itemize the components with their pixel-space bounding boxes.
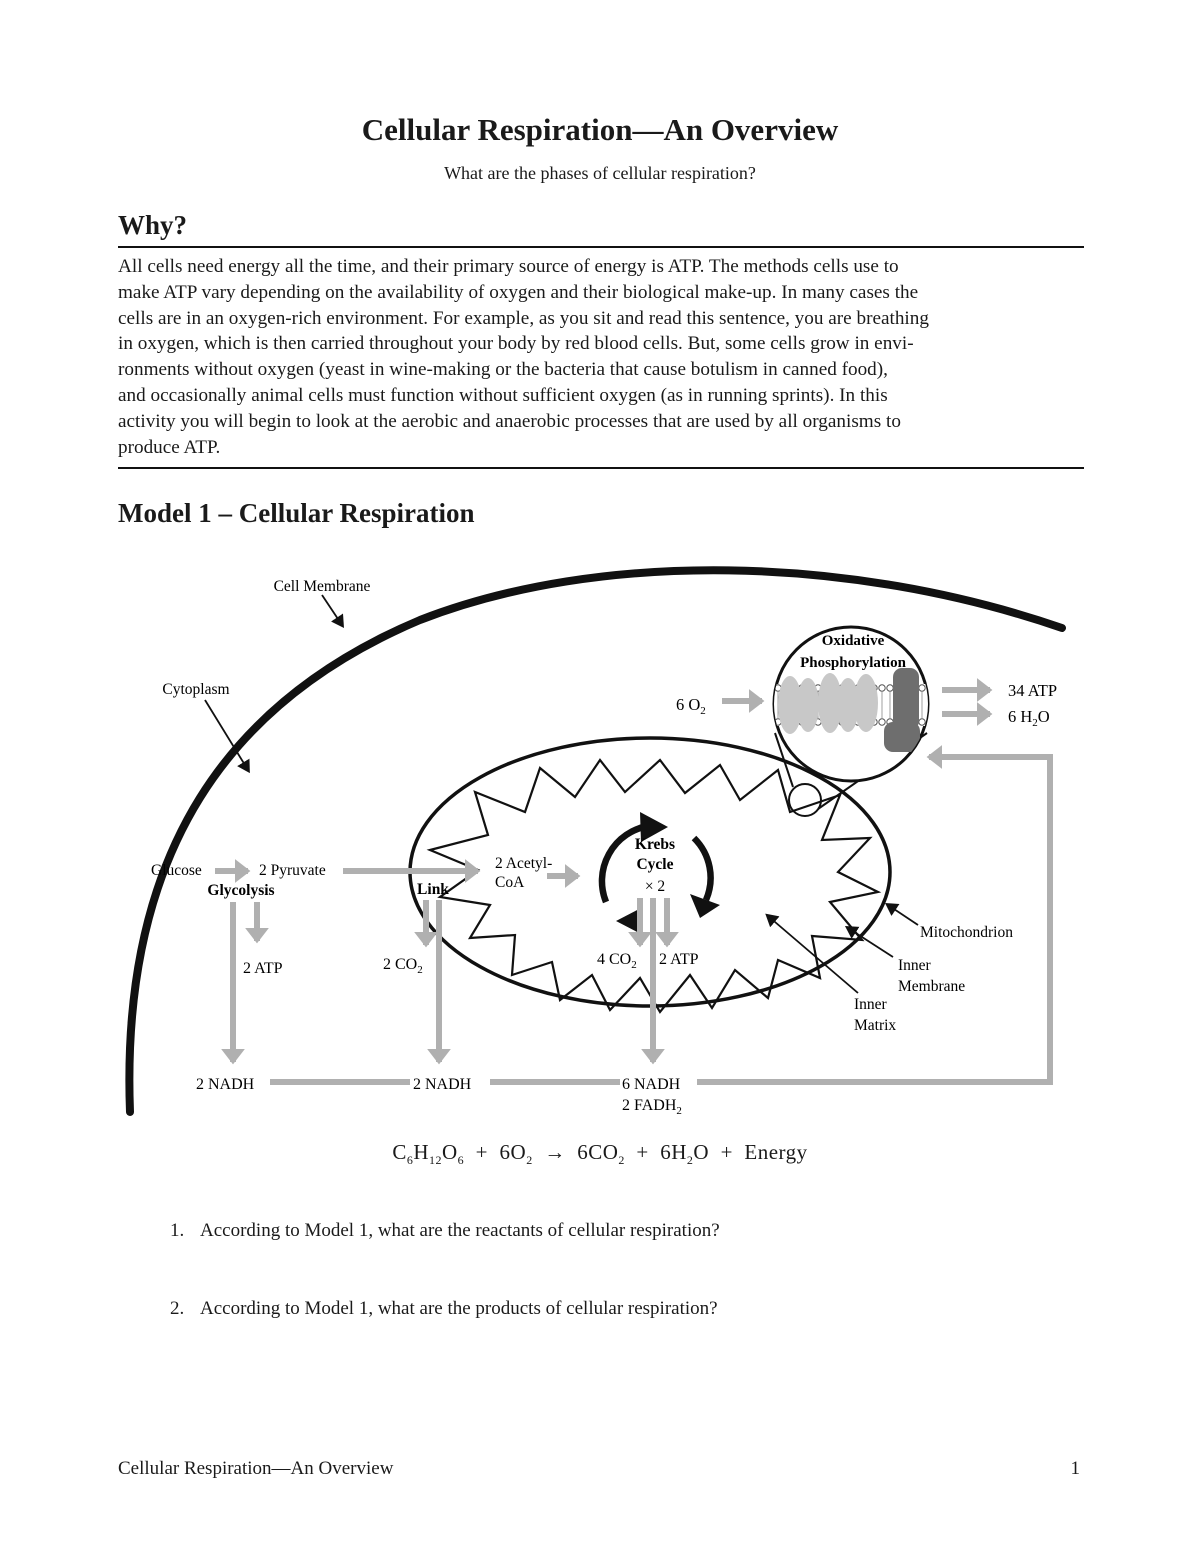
atp34-label: 34 ATP xyxy=(1008,681,1057,700)
cell-membrane-line xyxy=(125,566,1066,1116)
link-nadh-label: 2 NADH xyxy=(413,1076,472,1093)
link-label: Link xyxy=(417,881,449,898)
inner-matrix-label-1: Inner xyxy=(854,996,888,1013)
cytoplasm-label: Cytoplasm xyxy=(162,681,229,698)
inner-membrane-label-2: Membrane xyxy=(898,978,965,995)
h2o-label: 6 H2O xyxy=(1008,707,1050,729)
glycolysis-atp-label: 2 ATP xyxy=(243,960,283,977)
inner-matrix-label-2: Matrix xyxy=(854,1017,896,1034)
zoom-source-circle xyxy=(788,783,822,817)
why-bottom-rule xyxy=(118,467,1084,469)
krebs-cycle-arc-right xyxy=(691,835,714,902)
phospholipid-head xyxy=(878,684,886,692)
krebs-co2-label: 4 CO2 xyxy=(597,951,637,971)
krebs-label-2: Cycle xyxy=(636,856,673,873)
glycolysis-label: Glycolysis xyxy=(207,882,274,899)
pyruvate-label: 2 Pyruvate xyxy=(259,862,326,879)
phosphorylation-label: Phosphorylation xyxy=(800,655,907,671)
acetyl-label-1: 2 Acetyl- xyxy=(495,855,552,872)
o2-label: 6 O2 xyxy=(676,695,706,717)
krebs-cycle-arrowhead-right xyxy=(690,894,720,918)
phospholipid-head xyxy=(918,684,926,692)
krebs-label-1: Krebs xyxy=(635,836,675,853)
respiration-equation: C6H12O6 + 6O2 → 6CO2 + 6H2O + Energy xyxy=(392,1140,808,1168)
page-title: Cellular Respiration—An Overview xyxy=(361,112,839,147)
oxidative-label: Oxidative xyxy=(822,633,885,649)
fadh2-label: 2 FADH2 xyxy=(622,1097,682,1117)
question-1-text: According to Model 1, what are the react… xyxy=(200,1220,720,1241)
page-subtitle: What are the phases of cellular respirat… xyxy=(444,163,756,183)
cell-membrane-label: Cell Membrane xyxy=(274,578,371,595)
krebs-cycle-arrowhead-left xyxy=(616,908,641,933)
inner-membrane-label-1: Inner xyxy=(898,957,932,974)
electron-carrier-return-arrow xyxy=(697,745,1053,1085)
phospholipid-head xyxy=(767,719,773,725)
phospholipid-head xyxy=(886,684,894,692)
link-co2-label: 2 CO2 xyxy=(383,956,423,976)
cellular-respiration-diagram: Cell Membrane Cytoplasm Oxidative Phosph… xyxy=(125,566,1066,1117)
phospholipid-head xyxy=(767,685,773,691)
glycolysis-nadh-label: 2 NADH xyxy=(196,1076,255,1093)
why-top-rule xyxy=(118,246,1084,248)
page-number: 1 xyxy=(1070,1458,1081,1479)
mitochondrion-label: Mitochondrion xyxy=(920,924,1013,941)
phospholipid-head xyxy=(918,718,926,726)
mitochondrion-pointer xyxy=(885,903,919,926)
krebs-cycle-arrowhead-top xyxy=(640,812,668,842)
krebs-cycle-arc-left xyxy=(598,822,649,904)
acetyl-label-2: CoA xyxy=(495,874,525,891)
inner-membrane-pointer xyxy=(844,926,894,958)
footer-title: Cellular Respiration—An Overview xyxy=(118,1458,394,1479)
question-1: 1. According to Model 1, what are the rea… xyxy=(170,1220,720,1242)
cytoplasm-pointer xyxy=(204,699,250,774)
glucose-label: Glucose xyxy=(151,862,202,879)
inner-matrix-pointer xyxy=(765,913,859,994)
krebs-nadh-label: 6 NADH xyxy=(622,1076,681,1093)
question-2: 2. According to Model 1, what are the pro… xyxy=(170,1298,718,1320)
why-paragraph: All cells need energy all the time, and … xyxy=(118,256,929,458)
krebs-atp-label: 2 ATP xyxy=(659,951,699,968)
phospholipid-head xyxy=(878,718,886,726)
mitochondrion-inner-membrane xyxy=(426,758,882,1014)
cell-membrane-pointer xyxy=(321,594,344,628)
model-heading: Model 1 – Cellular Respiration xyxy=(118,498,475,528)
why-heading: Why? xyxy=(118,210,188,240)
krebs-label-3: × 2 xyxy=(645,878,665,895)
question-2-number: 2. xyxy=(170,1298,185,1319)
question-1-number: 1. xyxy=(170,1220,185,1241)
question-2-text: According to Model 1, what are the produ… xyxy=(200,1298,718,1319)
